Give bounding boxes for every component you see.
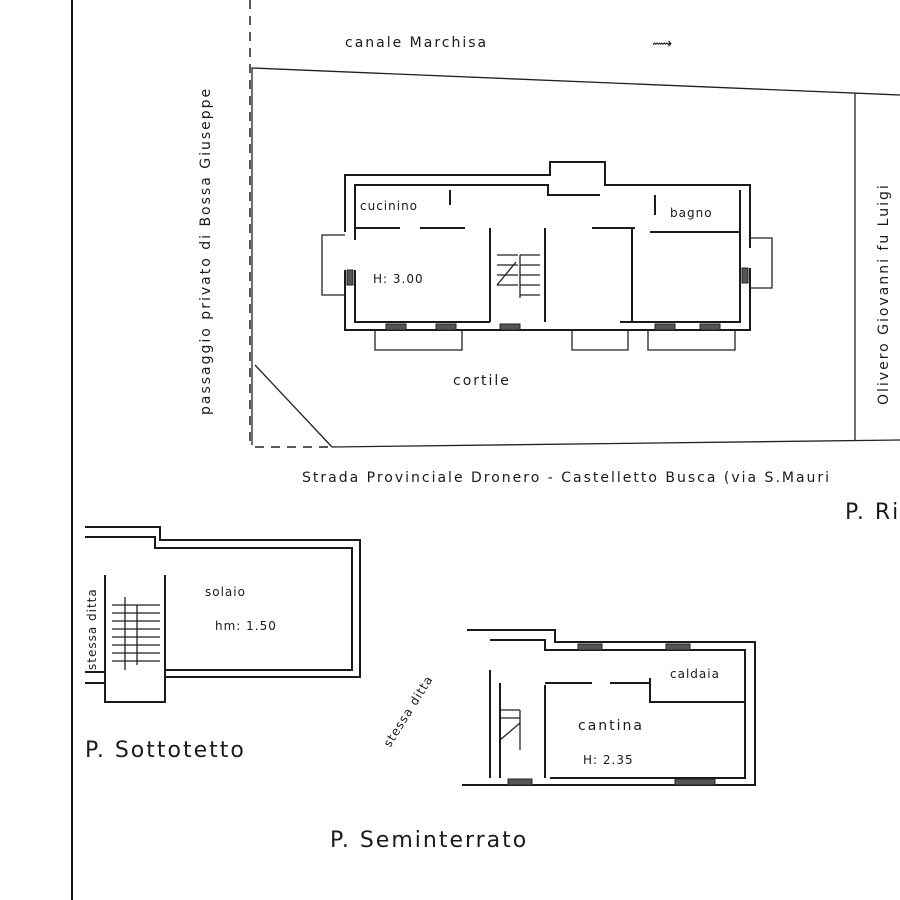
courtyard-label: cortile [453,373,511,389]
right-neighbor-label: Olivero Giovanni fu Luigi [876,183,892,405]
bathroom-label: bagno [670,206,713,220]
ground-height-label: H: 3.00 [373,272,424,286]
basement-height-label: H: 2.35 [583,753,634,767]
left-neighbor-label: passaggio privato di Bossa Giuseppe [198,87,214,415]
attic-height-label: hm: 1.50 [215,619,277,633]
attic-floor-title: P. Sottotetto [85,738,246,763]
ground-floor-title: P. Ri [845,500,900,525]
cellar-label: cantina [578,718,644,734]
basement-plan [462,629,756,786]
road-label: Strada Provinciale Dronero - Castelletto… [302,470,831,486]
canal-label: canale Marchisa [345,35,488,51]
site-plot [249,0,900,448]
ground-floor-plan [321,161,773,351]
attic-neighbor-label: stessa ditta [85,588,99,670]
flow-arrow-icon: ⟿ [652,36,674,52]
basement-neighbor-label: stessa ditta [381,673,436,750]
kitchen-label: cucinino [360,199,418,213]
basement-floor-title: P. Seminterrato [330,828,528,853]
boiler-room-label: caldaia [670,667,720,681]
attic-room-label: solaio [205,585,246,599]
attic-plan [85,526,361,703]
